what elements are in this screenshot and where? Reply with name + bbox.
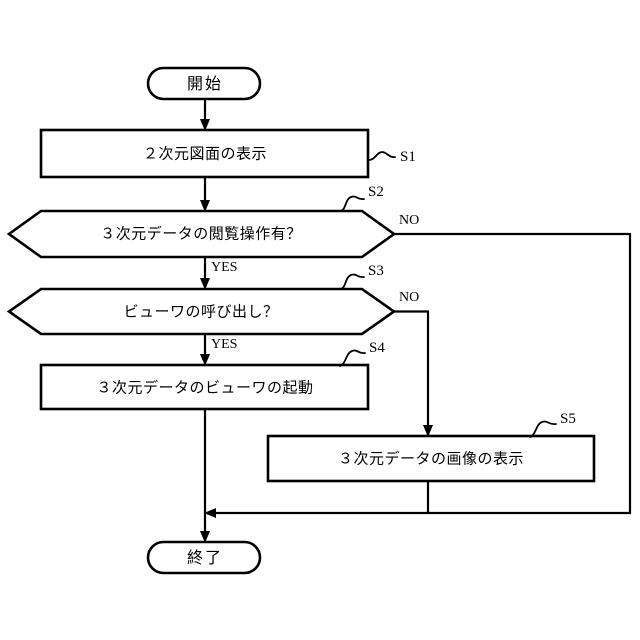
decision-hexagon-s3-shape [6, 287, 397, 336]
arrowhead-s3-no-to-s5 [423, 425, 433, 437]
step-label-s1: S1 [400, 149, 416, 165]
branch-label-s2-yes: YES [211, 260, 238, 275]
leader-line-s5 [529, 420, 557, 438]
step-label-s3: S3 [368, 263, 384, 279]
connector-s3-no-to-s5 [394, 310, 430, 430]
connector-s2-no-to-merge [212, 232, 632, 515]
arrowhead-start-to-s1 [200, 119, 210, 131]
leader-line-s2 [339, 195, 365, 212]
branch-label-s2-no: NO [399, 213, 420, 228]
arrowhead-s1-to-s2 [200, 200, 210, 212]
arrowhead-merge-to-end [200, 531, 210, 543]
step-label-s5: S5 [560, 411, 576, 427]
arrowhead-s3-yes-to-s4 [200, 354, 210, 366]
arrowhead-merge-into-spine [204, 508, 216, 518]
decision-hexagon-s2-shape [6, 209, 397, 259]
leader-line-s4 [339, 349, 366, 367]
step-label-s4: S4 [369, 340, 385, 356]
process-box-s1-shape [39, 128, 370, 179]
leader-line-s1 [368, 151, 396, 161]
end-terminator-shape [146, 540, 262, 575]
process-box-s5-shape [266, 434, 596, 483]
process-box-s4-shape [39, 363, 370, 411]
branch-label-s3-yes: YES [211, 337, 238, 352]
branch-label-s3-no: NO [399, 290, 420, 305]
arrowhead-s2-yes-to-s3 [200, 278, 210, 290]
start-terminator-shape [146, 66, 262, 101]
leader-line-s3 [339, 273, 365, 290]
step-label-s2: S2 [368, 184, 384, 200]
